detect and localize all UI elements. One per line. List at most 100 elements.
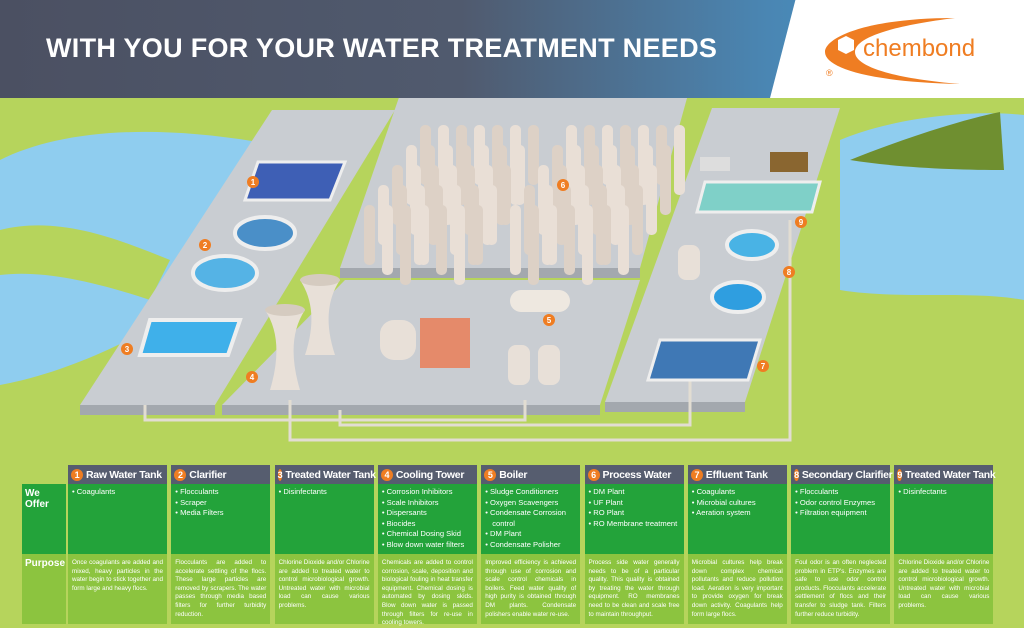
stage-title: Raw Water Tank — [86, 468, 162, 481]
stage-marker-label: 4 — [250, 373, 255, 382]
stage-marker — [783, 266, 795, 278]
stage-marker-label: 6 — [561, 181, 566, 190]
process-column — [514, 145, 525, 205]
secondary-clarifier-2 — [710, 280, 766, 314]
offer-item: • Coagulants — [691, 487, 735, 496]
stage-number-badge: 9 — [897, 468, 903, 481]
purpose-text: Chlorine Dioxide and/or Chlorine are add… — [894, 554, 994, 624]
clarifier-2 — [191, 254, 259, 292]
treated-water-tank — [137, 318, 243, 357]
process-column — [528, 205, 539, 285]
offer-item: • Scale Inhibitors — [381, 497, 439, 507]
offer-item: • DM Plant — [485, 529, 522, 539]
process-column — [418, 205, 429, 265]
stage-number-badge: 3 — [277, 468, 283, 481]
stage-marker — [795, 216, 807, 228]
process-column — [472, 205, 483, 265]
offer-list: • Corrosion Inhibitors• Scale Inhibitors… — [377, 484, 477, 554]
stage-marker — [199, 239, 211, 251]
stage-marker-label: 3 — [125, 345, 130, 354]
process-columns — [364, 125, 685, 285]
stage-title: Secondary Clarifier — [801, 468, 893, 481]
raw-water-tank — [242, 160, 348, 202]
offer-item: • Aeration system — [691, 508, 751, 518]
cooling-tower-1 — [265, 310, 305, 390]
offer-item: • Disinfectants — [278, 487, 327, 496]
offer-item: • Flocculants — [175, 487, 219, 496]
process-column — [600, 205, 611, 265]
logo-text: chembond — [863, 35, 975, 62]
process-column — [674, 125, 685, 195]
stage-number-badge: 1 — [71, 468, 83, 481]
effluent-tank — [645, 338, 763, 382]
offer-item: • Filtration equipment — [795, 508, 867, 518]
offer-item: • Oxygen Scavengers — [485, 497, 559, 507]
process-column — [436, 205, 447, 275]
power-house — [420, 318, 470, 368]
offer-item: • Blow down water filters — [381, 539, 465, 549]
stage-title: Clarifier — [189, 468, 227, 481]
offer-item: • UF Plant — [588, 497, 623, 507]
stage-number-badge: 4 — [380, 468, 393, 481]
offer-list: • Coagulants — [68, 484, 167, 554]
process-column — [582, 205, 593, 285]
offer-item: • Condensate Corrosion control — [485, 508, 566, 528]
process-column — [400, 205, 411, 285]
stage-marker — [543, 314, 555, 326]
hill — [850, 112, 1004, 170]
process-column — [364, 205, 375, 265]
offer-item: • Dispersants — [381, 508, 427, 518]
purpose-text: Once coagulants are added and mixed, hea… — [68, 554, 167, 624]
offer-list: • Flocculants• Odor control Enzymes• Fil… — [791, 484, 891, 554]
offer-item: • Microbial cultures — [691, 497, 756, 507]
stage-title: Treated Water Tank — [285, 468, 376, 481]
stage-number-badge: 8 — [794, 468, 799, 481]
offer-item: • RO Membrane treatment — [588, 518, 678, 528]
stage-title: Treated Water Tank — [905, 468, 996, 481]
stage-number-badge: 6 — [587, 468, 600, 481]
purpose-label: Purpose — [22, 554, 66, 624]
stage-marker-label: 5 — [547, 316, 552, 325]
offer-item: • Odor control Enzymes — [795, 497, 875, 507]
we-offer-label: We Offer — [22, 484, 66, 554]
offer-list: • DM Plant• UF Plant• RO Plant• RO Membr… — [584, 484, 684, 554]
stage-number-badge: 5 — [484, 468, 497, 481]
process-column — [454, 205, 465, 285]
cooling-tower-2 — [300, 280, 340, 355]
process-column — [528, 125, 539, 185]
stage-marker — [121, 343, 133, 355]
stage-marker-label: 7 — [761, 362, 766, 371]
purpose-text: Chemicals are added to control corrosion… — [377, 554, 477, 626]
offer-item: • Media Filters — [175, 508, 224, 518]
purpose-text: Chlorine Dioxide and/or Chlorine are add… — [274, 554, 374, 624]
clarifier-1 — [233, 215, 297, 251]
process-column — [618, 205, 629, 275]
offer-item: • RO Plant — [588, 508, 625, 518]
process-column — [564, 205, 575, 275]
offer-item: • DM Plant — [588, 487, 625, 496]
stage-title: Effluent Tank — [705, 468, 768, 481]
stage-marker — [557, 179, 569, 191]
chembond-logo: chembond ® — [770, 0, 1024, 98]
purpose-text: Flocculants are added to accelerate sett… — [171, 554, 271, 624]
stage-number-badge: 7 — [690, 468, 703, 481]
offer-item: • Scraper — [175, 497, 207, 507]
purpose-text: Microbial cultures help break down compl… — [687, 554, 787, 624]
stage-marker-label: 9 — [799, 218, 804, 227]
offer-list: • Disinfectants — [274, 484, 374, 554]
stage-marker — [247, 176, 259, 188]
stage-title: Boiler — [499, 468, 528, 481]
stage-title: Process Water — [602, 468, 672, 481]
offer-item: • Sludge Conditioners — [485, 487, 559, 496]
stage-marker-label: 8 — [787, 268, 792, 277]
